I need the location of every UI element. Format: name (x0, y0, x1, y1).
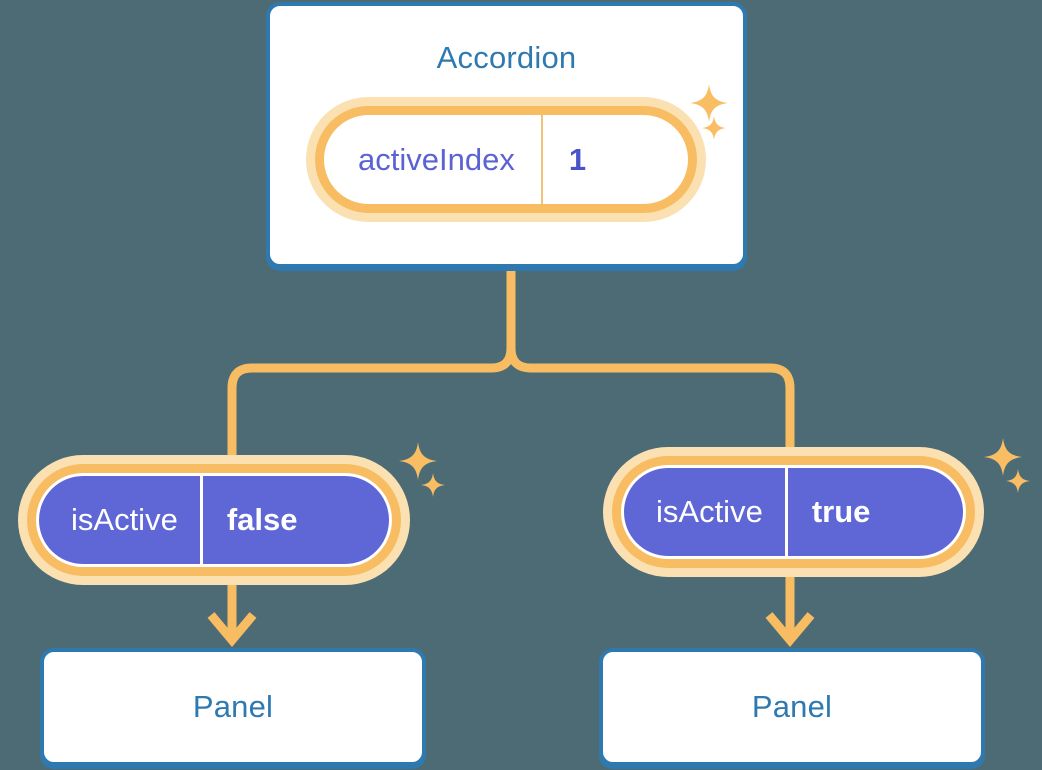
state-key-label: activeIndex (358, 141, 515, 177)
pill-ring: isActive false (27, 464, 401, 576)
prop-key-label: isActive (656, 494, 763, 529)
pill-ring: activeIndex 1 (315, 106, 697, 213)
sparkle-icon (399, 442, 437, 480)
state-pill-active-index[interactable]: activeIndex 1 (306, 97, 706, 222)
prop-value-label: false (199, 476, 332, 564)
prop-key-label: isActive (71, 502, 178, 537)
arrow-down-icon (207, 612, 257, 647)
panel-component-card-left[interactable]: Panel (40, 648, 426, 766)
pill-body: activeIndex 1 (324, 115, 688, 204)
pill-body: isActive false (36, 473, 392, 567)
panel-title: Panel (192, 689, 274, 724)
state-pill-is-active-false[interactable]: isActive false (18, 455, 410, 585)
sparkle-icon (1006, 469, 1030, 493)
pill-ring: isActive true (612, 456, 975, 568)
sparkle-icon (984, 438, 1022, 476)
prop-value-label: true (784, 468, 905, 556)
pill-body: isActive true (621, 465, 966, 559)
arrow-down-icon (765, 612, 815, 647)
sparkle-icon (690, 84, 728, 122)
panel-title: Panel (751, 689, 833, 724)
page-title: Accordion (436, 40, 577, 75)
panel-component-card-right[interactable]: Panel (599, 648, 985, 766)
connector-trunk-split (227, 263, 516, 460)
state-pill-is-active-true[interactable]: isActive true (603, 447, 984, 577)
sparkle-icon (421, 473, 445, 497)
connector-trunk-split-right (506, 263, 795, 452)
state-value-label: 1 (540, 115, 626, 204)
sparkle-icon (702, 116, 726, 140)
